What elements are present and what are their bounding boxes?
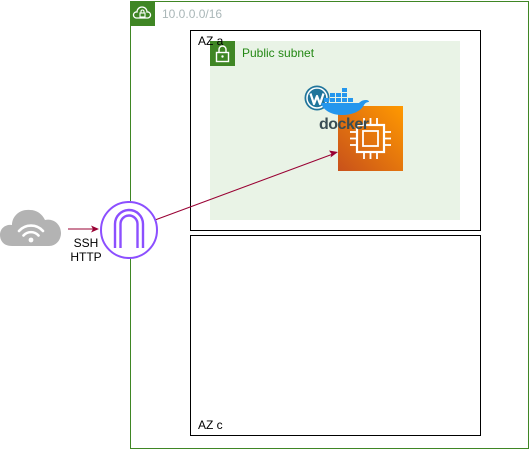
- vpc-badge: [130, 1, 155, 26]
- subnet-badge: [210, 41, 235, 66]
- vpc-cidr-label: 10.0.0.0/16: [162, 7, 223, 21]
- ec2-instance: [338, 106, 403, 171]
- cloud-to-gateway-arrowhead: [91, 225, 99, 233]
- az-c-label: AZ c: [198, 418, 223, 432]
- subnet-label: Public subnet: [242, 46, 315, 60]
- gateway-to-ec2-arrow: [154, 153, 334, 221]
- docker-icon: [321, 88, 369, 115]
- az-a-label: AZ a: [198, 34, 224, 48]
- subnet-lock-icon: [215, 45, 230, 63]
- internet-gateway-icon: [100, 201, 158, 259]
- cloud-icon: [0, 209, 61, 246]
- availability-zone-c: [190, 235, 481, 436]
- docker-label: docker: [319, 116, 369, 133]
- gateway-protocols: SSH HTTP: [56, 236, 116, 264]
- ec2-instance-icon: [350, 118, 391, 159]
- vpc-lock-icon: [132, 6, 152, 19]
- protocol-ssh: SSH: [73, 236, 99, 250]
- protocol-http: HTTP: [70, 250, 102, 264]
- gateway-to-ec2-arrowhead: [329, 150, 338, 158]
- public-subnet: [210, 41, 460, 220]
